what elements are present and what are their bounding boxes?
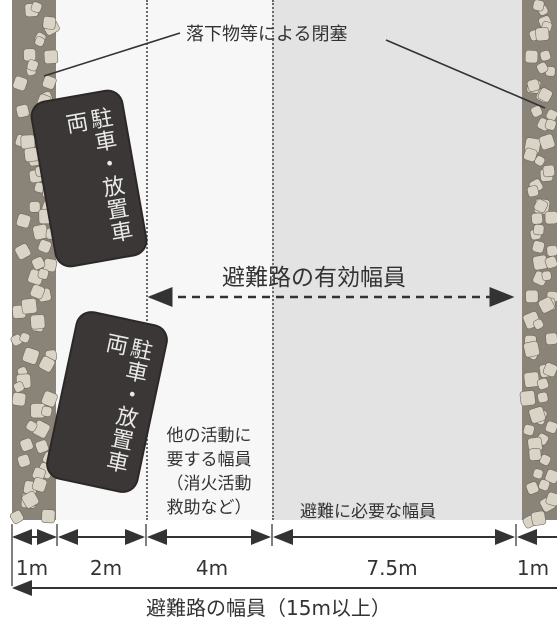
segment-label-3: 4m [195,556,229,580]
evacuation-needed-label: 避難に必要な幅員 [300,502,436,522]
segment-label-5: 1m [516,556,550,580]
total-width-label: 避難路の幅員（15m以上） [146,596,391,620]
segment-label-4: 7.5m [366,556,418,580]
rubble-band-right [519,0,557,529]
divider-line-2 [272,0,274,520]
evacuation-area-shading [272,0,524,520]
other-activities-label: 他の活動に 要する幅員 （消火活動 救助など） [166,426,252,518]
top-label: 落下物等による閉塞 [186,24,348,45]
segment-label-1: 1m [15,556,49,580]
leader-line-left [43,32,181,77]
rubble-band-left [9,0,60,524]
segment-label-2: 2m [89,556,123,580]
leader-line-right [385,39,546,109]
divider-line-1 [146,0,148,520]
effective-width-label: 避難路の有効幅員 [222,265,406,291]
